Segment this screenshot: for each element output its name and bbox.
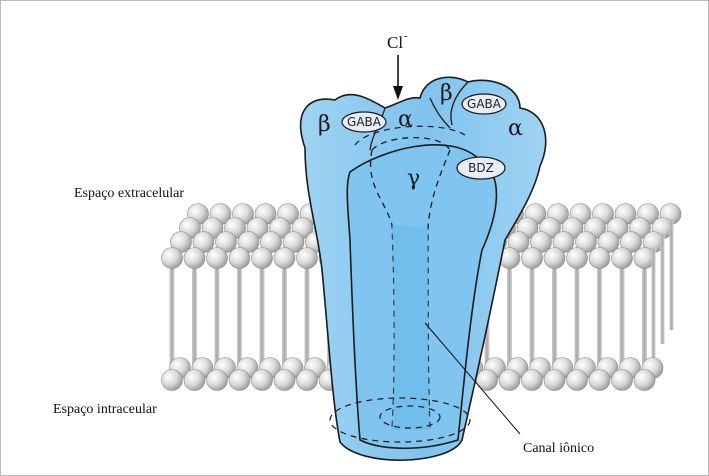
svg-text:GABA: GABA	[347, 115, 382, 129]
lipid-head	[229, 370, 250, 391]
chloride-ion-label: Cl -	[387, 30, 408, 52]
lipid-head	[589, 248, 610, 269]
lipid-head	[612, 370, 633, 391]
lipid-tail	[192, 262, 197, 364]
lipid-head	[499, 370, 520, 391]
ion-flow-arrow	[393, 55, 403, 100]
lipid-tail	[530, 262, 535, 364]
svg-text:BDZ: BDZ	[468, 161, 494, 175]
lipid-head	[252, 248, 273, 269]
extracellular-label: Espaço extracelular	[74, 186, 184, 201]
subunit-gamma: γ	[407, 166, 420, 191]
lipid-tail	[642, 262, 647, 364]
subunit-beta-right: β	[440, 81, 453, 106]
lipid-head	[274, 370, 295, 391]
bdz-site: BDZ	[457, 157, 505, 179]
intracellular-label: Espaço intraceular	[53, 402, 157, 417]
lipid-head	[229, 248, 250, 269]
lipid-tail	[215, 262, 220, 364]
lipid-tail	[237, 262, 242, 364]
lipid-tail	[170, 262, 175, 364]
lipid-tail	[507, 262, 512, 364]
svg-text:GABA: GABA	[467, 97, 502, 111]
lipid-head	[274, 248, 295, 269]
subunit-alpha-right: α	[508, 116, 523, 141]
lipid-head	[544, 248, 565, 269]
lipid-head	[207, 248, 228, 269]
lipid-tail	[282, 262, 287, 364]
lipid-head	[612, 248, 633, 269]
lipid-head	[184, 370, 205, 391]
lipid-head	[297, 248, 318, 269]
subunit-alpha-left: α	[398, 107, 413, 132]
lipid-head	[634, 370, 655, 391]
lipid-tail	[597, 262, 602, 364]
lipid-head	[522, 248, 543, 269]
lipid-head	[162, 248, 183, 269]
lipid-head	[207, 370, 228, 391]
lipid-head	[544, 370, 565, 391]
lipid-tail	[575, 262, 580, 364]
gaba-site-right: GABA	[462, 94, 506, 114]
gaba-site-left: GABA	[342, 112, 386, 132]
lipid-head	[184, 248, 205, 269]
lipid-head	[297, 370, 318, 391]
lipid-tail	[260, 262, 265, 364]
lipid-head	[252, 370, 273, 391]
lipid-tail	[620, 262, 625, 364]
lipid-head	[567, 248, 588, 269]
lipid-head	[162, 370, 183, 391]
lipid-head	[567, 370, 588, 391]
lipid-tail	[552, 262, 557, 364]
channel-label: Canal iônico	[523, 441, 594, 456]
svg-text:-: -	[404, 30, 408, 42]
lipid-tail	[305, 262, 310, 364]
subunit-beta-left: β	[318, 112, 331, 137]
svg-text:Cl: Cl	[387, 33, 403, 52]
lipid-head	[589, 370, 610, 391]
lipid-head	[522, 370, 543, 391]
